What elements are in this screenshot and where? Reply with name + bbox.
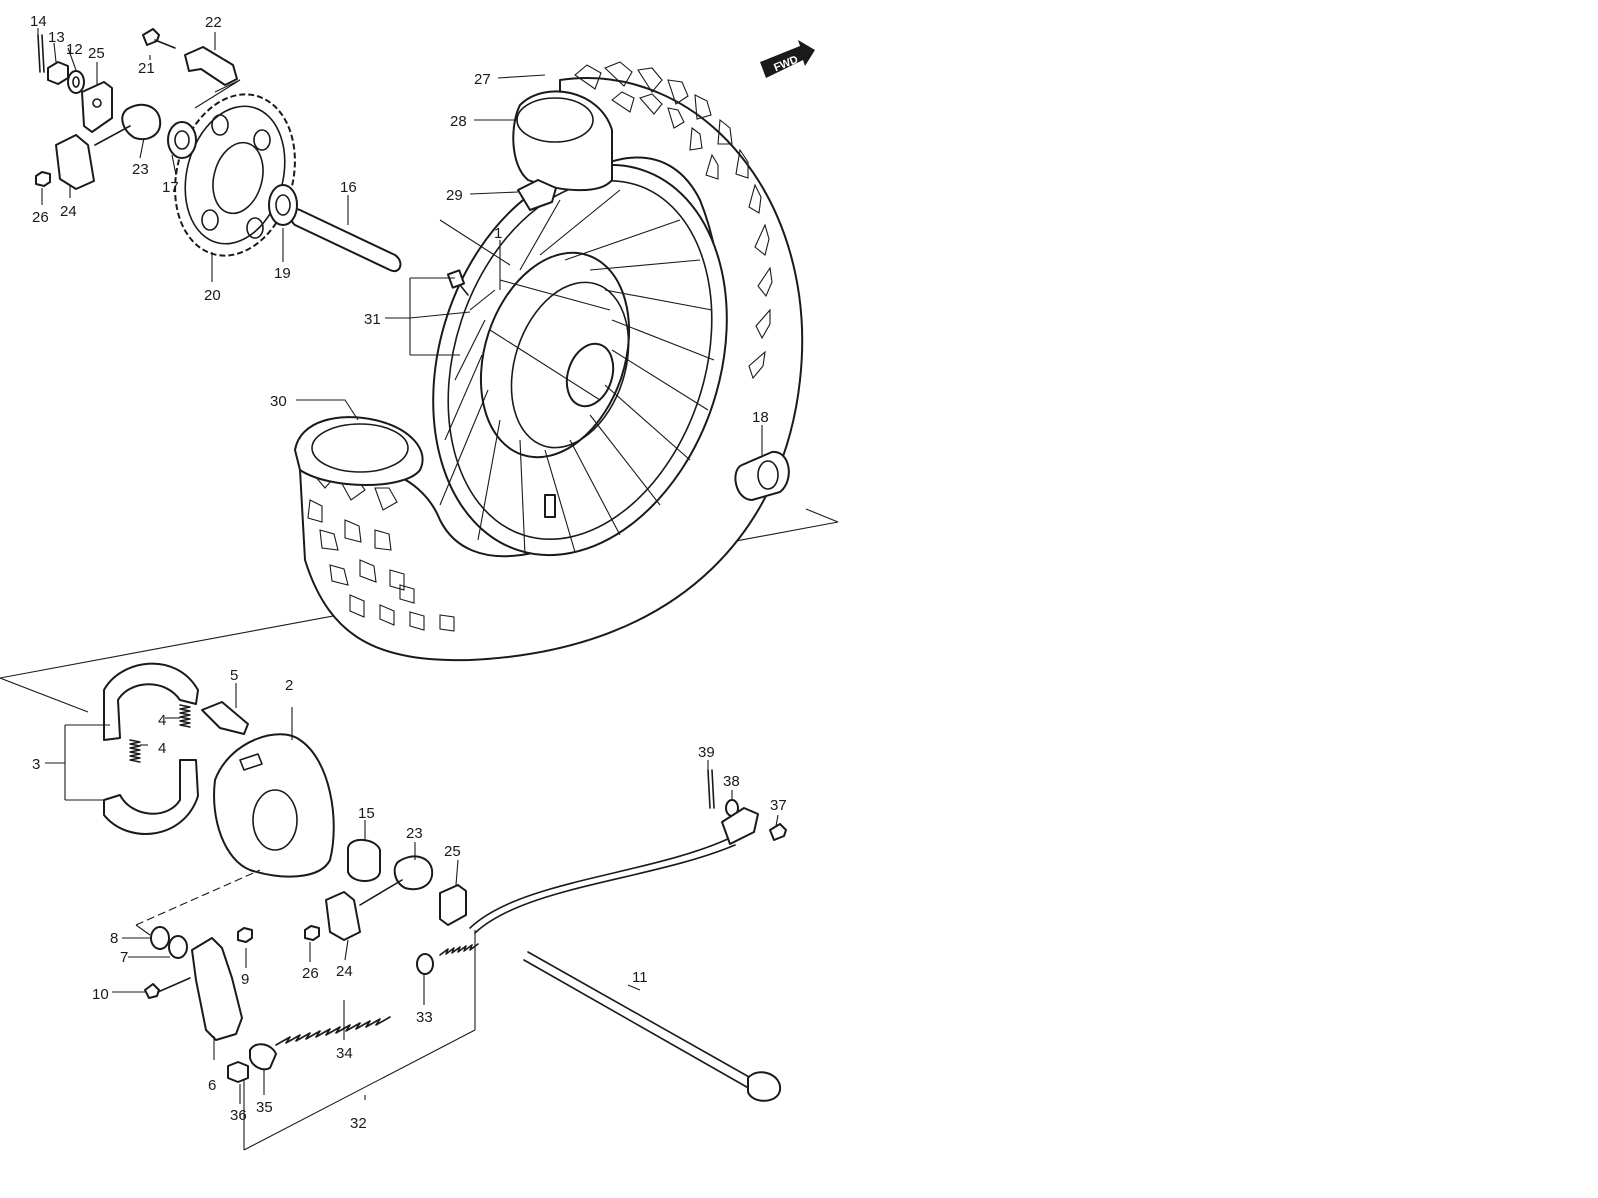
- part-18-bearing: [734, 450, 790, 501]
- callout-3: 3: [32, 756, 40, 773]
- tire-tread: [307, 61, 773, 632]
- callout-21: 21: [138, 60, 155, 77]
- part-31-spoke-nipple: [446, 269, 469, 296]
- part-2-brake-panel: [213, 733, 335, 878]
- wheel-spokes: [439, 189, 715, 556]
- callout-5: 5: [230, 667, 238, 684]
- callout-9: 9: [241, 971, 249, 988]
- callout-16: 16: [340, 179, 357, 196]
- callout-32: 32: [350, 1115, 367, 1132]
- part-5-brake-cam: [201, 701, 249, 735]
- callout-14: 14: [30, 13, 47, 30]
- part-28-rim-band: [512, 90, 613, 192]
- callout-11: 11: [632, 969, 648, 986]
- callout-34: 34: [336, 1045, 353, 1062]
- fwd-arrow-icon: FWD: [760, 40, 815, 78]
- callout-7: 7: [120, 949, 128, 966]
- callout-15: 15: [358, 805, 375, 822]
- callout-38: 38: [723, 773, 740, 790]
- callout-6: 6: [208, 1077, 216, 1094]
- callout-labels: 1 2 3 4 4 5 6 7 8 9 10 11 12 13 14 15 16…: [30, 13, 787, 1132]
- callout-25-a: 25: [88, 45, 105, 62]
- callout-33: 33: [416, 1009, 433, 1026]
- callout-25-b: 25: [444, 843, 461, 860]
- callout-23-a: 23: [132, 161, 149, 178]
- part-4-springs: [129, 704, 191, 763]
- callout-2: 2: [285, 677, 293, 694]
- callout-24-a: 24: [60, 203, 77, 220]
- part-29-rim-lock: [517, 179, 557, 211]
- callout-4-a: 4: [158, 712, 166, 729]
- part-19-bearing: [268, 184, 298, 226]
- callout-29: 29: [446, 187, 463, 204]
- lower-small-parts: [144, 769, 787, 1083]
- part-20-sprocket: [174, 93, 296, 257]
- callout-26-a: 26: [32, 209, 49, 226]
- leader-lines: [37, 28, 779, 1151]
- callout-26-b: 26: [302, 965, 319, 982]
- part-3-brake-shoes: [103, 662, 199, 835]
- callout-27: 27: [474, 71, 491, 88]
- callout-35: 35: [256, 1099, 273, 1116]
- callout-37: 37: [770, 797, 787, 814]
- callout-13: 13: [48, 29, 65, 46]
- rear-wheel: [299, 61, 804, 662]
- callout-20: 20: [204, 287, 221, 304]
- callout-31: 31: [364, 311, 381, 328]
- callout-36: 36: [230, 1107, 247, 1124]
- callout-22: 22: [205, 14, 222, 31]
- callout-1: 1: [494, 225, 502, 242]
- callout-8: 8: [110, 930, 118, 947]
- callout-4-b: 4: [158, 740, 166, 757]
- callout-12: 12: [66, 41, 83, 58]
- callout-30: 30: [270, 393, 287, 410]
- callout-28: 28: [450, 113, 467, 130]
- callout-24-b: 24: [336, 963, 353, 980]
- callout-23-b: 23: [406, 825, 423, 842]
- part-30-tire-section: [294, 416, 424, 486]
- upper-small-parts: [35, 28, 238, 190]
- part-16-spacer: [290, 208, 402, 273]
- callout-39: 39: [698, 744, 715, 761]
- callout-18: 18: [752, 409, 769, 426]
- callout-10: 10: [92, 986, 109, 1003]
- callout-17: 17: [162, 179, 179, 196]
- callout-19: 19: [274, 265, 291, 282]
- part-11-axle: [523, 951, 782, 1102]
